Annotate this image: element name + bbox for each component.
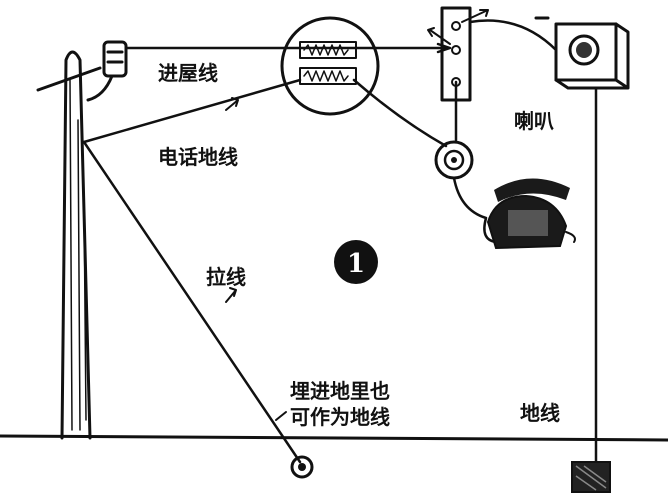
label-entry-wire: 进屋线 [158,61,218,85]
phone-ground-wire [82,78,302,144]
label-phone-ground-wire: 电话地线 [158,145,238,169]
telephone-icon [486,178,576,250]
switch-board-icon [427,6,489,102]
wall-outlet-icon [434,140,474,180]
figure-number: 1 [347,249,365,279]
ground-line [0,434,668,442]
ground-stake-icon [290,455,314,479]
utility-pole [36,50,102,440]
label-buried-line1: 埋进地里也 [290,379,390,403]
guy-wire [82,140,302,464]
pointer-buried [275,411,287,421]
label-speaker: 喇叭 [514,109,554,133]
ground-plate-icon [571,461,611,493]
label-guy-wire: 拉线 [206,265,246,289]
insulator-icon [86,40,128,102]
loudspeaker-icon [554,22,630,90]
pointer-entry-wire [225,97,239,111]
figure-number-badge: 1 [334,240,378,284]
lightning-arrester-icon [280,16,380,116]
label-buried-line2: 可作为地线 [290,405,390,429]
label-ground-wire: 地线 [520,401,560,425]
pointer-guy-wire [225,287,237,303]
